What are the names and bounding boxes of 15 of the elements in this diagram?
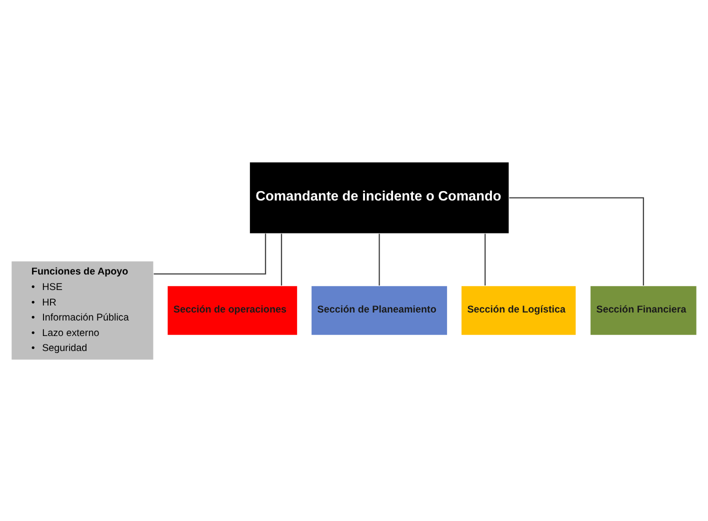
node-box: Sección Financiera [590,284,698,336]
node-box: Comandante de incidente o Comando [249,161,510,234]
node-box: Sección de Planeamiento [310,284,448,336]
label: • [31,342,35,354]
connector [378,233,380,286]
node-box: Sección de operaciones [166,284,298,336]
label: • [31,327,35,338]
connector [280,233,282,286]
connector [154,233,266,274]
node-box: Sección de Logística [460,284,576,336]
label: • [31,282,35,293]
label: • [31,296,35,308]
connector [509,196,644,285]
connector [484,233,486,286]
label: • [31,312,35,324]
